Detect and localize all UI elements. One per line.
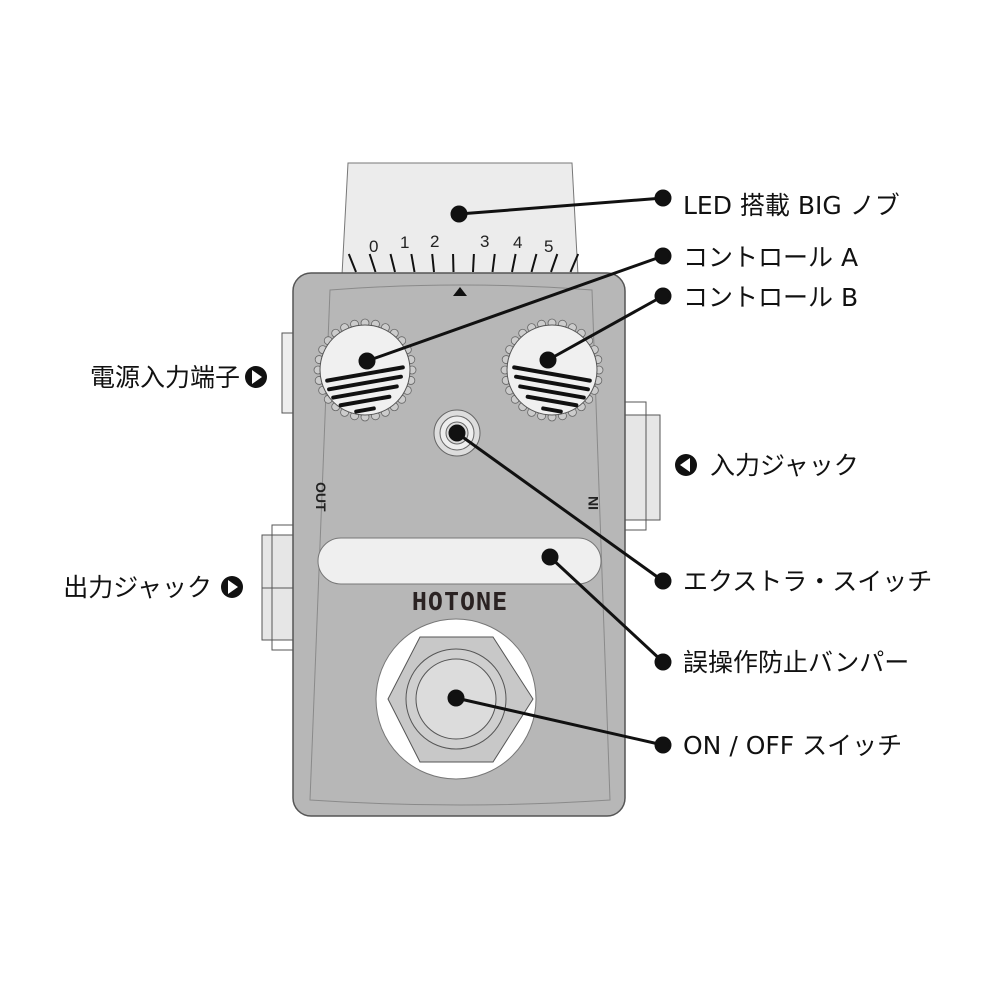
scale-tick [472, 253, 475, 273]
callout-led-knob: LED 搭載 BIG ノブ [683, 191, 900, 220]
arrow-right-icon [245, 366, 267, 388]
callout-bumper: 誤操作防止バンパー [683, 648, 909, 677]
callout-control-b: コントロール B [683, 283, 858, 312]
callout-lines [358, 189, 672, 754]
callout-control-a: コントロール A [683, 243, 858, 272]
scale-tick [389, 253, 396, 273]
scale-tick [368, 253, 377, 273]
knob-stripe [512, 365, 592, 383]
scale-tick [347, 253, 357, 273]
control-a-knob[interactable] [313, 318, 417, 422]
scale-labels: 0 1 2 3 4 5 [369, 232, 553, 256]
callout-output-jack: 出力ジャック [63, 573, 212, 602]
callout-power-input: 電源入力端子 [90, 363, 240, 392]
scale-tick [431, 253, 435, 273]
in-label: IN [585, 496, 601, 510]
control-b-knob[interactable] [500, 318, 604, 422]
scale-label: 0 [369, 237, 378, 256]
knob-stripe [525, 394, 579, 408]
knob-stripe [338, 394, 392, 408]
knob-face [319, 324, 411, 416]
power-jack [281, 332, 295, 414]
brand-logo: HOTONE [412, 587, 508, 616]
bumper-bar [317, 537, 602, 585]
scale-ticks [347, 253, 580, 273]
arrow-left-icon [675, 454, 697, 476]
callout-extra-switch: エクストラ・スイッチ [683, 567, 932, 596]
scale-label: 4 [513, 233, 522, 252]
scale-tick [410, 253, 416, 273]
knob-stripe [325, 365, 405, 383]
arrow-right-icon [221, 576, 243, 598]
scale-tick [550, 253, 559, 273]
input-jack [623, 401, 661, 531]
output-jack [261, 524, 295, 651]
scale-tick [491, 253, 496, 273]
callout-onoff-switch: ON / OFF スイッチ [683, 731, 902, 760]
pointer-triangle-icon [453, 287, 467, 296]
scale-tick [569, 253, 580, 273]
out-label: OUT [313, 482, 329, 512]
knob-stripe [514, 374, 590, 392]
scale-label: 1 [400, 233, 409, 252]
knob-stripe [518, 384, 586, 400]
scale-tick [511, 253, 517, 273]
knob-stripe [327, 374, 403, 392]
knob-stripe [331, 384, 399, 400]
knob-stripe [541, 406, 563, 414]
scale-label: 3 [480, 232, 489, 251]
knob-face [506, 324, 598, 416]
scale-tick [530, 253, 538, 273]
scale-label: 5 [544, 237, 553, 256]
knob-stripe [354, 406, 376, 414]
scale-label: 2 [430, 232, 439, 251]
callout-input-jack: 入力ジャック [710, 451, 859, 480]
